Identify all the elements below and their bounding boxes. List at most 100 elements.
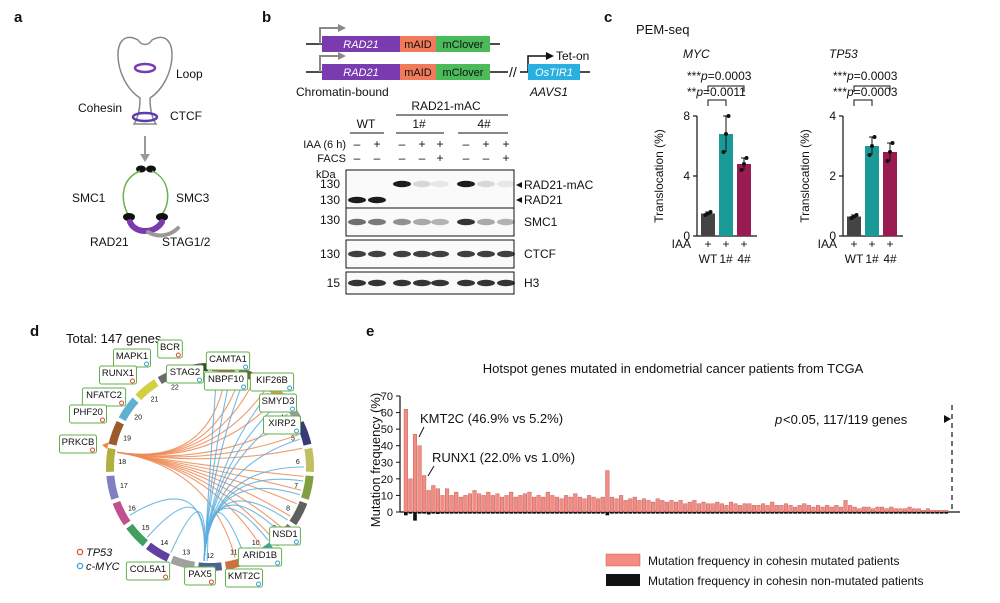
rad21-subunit <box>127 219 165 234</box>
bar-mutated <box>422 475 427 513</box>
band-rad21mac <box>497 180 515 188</box>
bar-non-mutated <box>921 512 926 514</box>
kda-label: kDa <box>316 169 336 181</box>
y-tick-label: 0 <box>829 229 836 243</box>
chromosome-number: 14 <box>160 540 168 547</box>
bar-non-mutated <box>912 512 917 514</box>
bar-non-mutated <box>825 512 830 514</box>
bar-non-mutated <box>720 512 724 514</box>
bar-non-mutated <box>431 512 436 514</box>
bar-mutated <box>898 508 903 513</box>
bar-non-mutated <box>500 512 504 514</box>
cohesin-ring-lower <box>131 111 159 123</box>
bar-non-mutated <box>807 512 811 514</box>
iaa-label: IAA <box>818 237 837 251</box>
bar-non-mutated <box>518 512 523 514</box>
gene-box <box>157 339 183 359</box>
panel-d-letter: d <box>30 323 39 340</box>
bar-mutated <box>499 496 505 513</box>
bar-mutated <box>591 496 596 513</box>
gene-box <box>69 404 107 424</box>
band-smc1 <box>457 218 475 226</box>
iaa-row-label: IAA (6 h) <box>303 139 346 151</box>
bar-mutated <box>550 495 555 513</box>
clone1-header: 1# <box>412 117 426 131</box>
bar-non-mutated <box>582 512 587 514</box>
y-tick-label: 60 <box>381 408 393 420</box>
bar-non-mutated <box>555 512 559 514</box>
aavs-label: AAVS1 <box>529 85 568 99</box>
bar-mutated <box>779 505 784 513</box>
bar-non-mutated <box>811 512 816 514</box>
bar-non-mutated <box>436 512 440 514</box>
gene-box <box>205 351 251 371</box>
data-point <box>867 153 872 157</box>
bar <box>847 216 861 236</box>
hinge-left <box>136 165 146 173</box>
bar-non-mutated <box>701 512 706 514</box>
chromosome-segment <box>118 397 139 422</box>
gene-box <box>125 561 171 581</box>
chromosome-number: 19 <box>123 436 131 443</box>
pvalue-p: p <box>774 412 782 427</box>
bar-mutated <box>577 496 582 513</box>
category-label: 1# <box>719 252 733 266</box>
bar-mutated <box>481 495 486 513</box>
bar-mutated <box>944 510 949 513</box>
gene-marker <box>294 428 299 434</box>
bar-non-mutated <box>747 512 752 514</box>
bar-mutated <box>435 488 440 513</box>
bar-mutated <box>600 496 605 513</box>
bar-non-mutated <box>907 512 912 514</box>
bar-mutated <box>907 506 912 513</box>
bar-non-mutated <box>774 512 779 514</box>
mw-130-ctcf: 130 <box>320 247 340 261</box>
y-tick-label: 70 <box>381 391 393 403</box>
iaa-plus: + <box>722 237 729 251</box>
bar-mutated <box>903 508 908 513</box>
gene-marker <box>241 384 247 390</box>
bar-non-mutated <box>761 512 765 514</box>
bar-non-mutated <box>926 512 930 514</box>
bar-mutated <box>728 501 734 513</box>
iaa-plus: + <box>704 237 711 251</box>
data-point <box>885 159 890 163</box>
bar-non-mutated <box>642 512 646 514</box>
bar-mutated <box>820 506 825 513</box>
band-ctcf <box>348 250 366 258</box>
bar-mutated <box>495 493 500 513</box>
chart-title: MYC <box>683 47 710 61</box>
runx1-annotation: RUNX1 (22.0% vs 1.0%) <box>432 450 575 465</box>
bar-mutated <box>802 503 807 513</box>
bar-non-mutated <box>669 512 674 514</box>
category-label: 4# <box>737 252 751 266</box>
band-ctcf <box>477 250 495 258</box>
legend-nonmutated-swatch <box>606 574 640 586</box>
bar-non-mutated <box>857 512 862 514</box>
bar-non-mutated <box>504 512 509 514</box>
band-smc1 <box>497 218 515 226</box>
band-h3 <box>457 279 475 287</box>
rad21mac-pointer <box>516 182 522 188</box>
circos-plot: 12345678910111213141516171819202122XBCRM… <box>59 339 314 588</box>
bar-non-mutated <box>491 512 495 514</box>
bar-non-mutated <box>632 512 637 514</box>
sig-label: ***p=0.0003 <box>833 69 898 83</box>
bar-non-mutated <box>729 512 733 514</box>
chromosome-number: 8 <box>286 505 290 512</box>
clover-box-1 <box>436 36 490 52</box>
treatment-signs: –+–++–++––––+––+ <box>354 137 510 165</box>
pvalue-text: <0.05, 117/119 genes <box>783 412 908 427</box>
gene-label: KIF26B <box>256 375 288 386</box>
maid-box-1-label: mAID <box>404 39 432 51</box>
bar-mutated <box>935 510 940 513</box>
chromosome-segment <box>170 555 196 570</box>
bar-non-mutated <box>889 512 894 514</box>
gene-box <box>184 566 216 586</box>
bar-mutated <box>916 508 921 513</box>
bar-non-mutated <box>861 512 866 514</box>
gene-box <box>259 393 297 413</box>
bar-mutated <box>637 500 642 513</box>
panel-c-letter: c <box>604 9 612 26</box>
